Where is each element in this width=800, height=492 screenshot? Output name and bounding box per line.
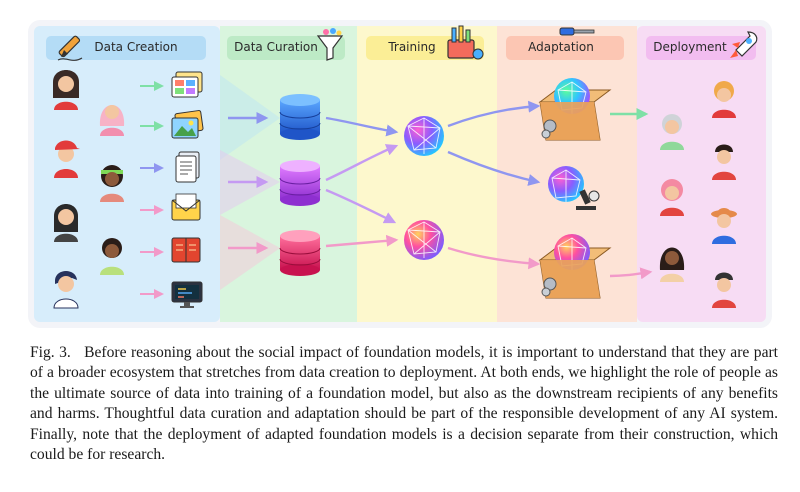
database-icon bbox=[279, 160, 321, 206]
person-icon bbox=[712, 81, 736, 118]
gallery-icon bbox=[171, 71, 203, 98]
stage-label-deployment: Deployment bbox=[653, 40, 727, 54]
stage-label-adaptation: Adaptation bbox=[528, 40, 594, 54]
adapted-model-box-icon bbox=[538, 234, 612, 299]
stage-pill-data-creation bbox=[46, 36, 206, 60]
adapted-model-box-icon bbox=[538, 78, 612, 141]
figure-caption: Fig. 3. Before reasoning about the socia… bbox=[30, 343, 778, 465]
database-icon bbox=[279, 94, 321, 140]
stage-label-training: Training bbox=[388, 40, 436, 54]
person-icon bbox=[659, 247, 685, 282]
ecosystem-figure: Data Creation Data Curation Training Ada… bbox=[28, 20, 772, 328]
stage-label-data-curation: Data Curation bbox=[234, 40, 318, 54]
person-icon bbox=[660, 114, 684, 150]
photos-icon bbox=[171, 110, 204, 139]
book-icon bbox=[171, 237, 201, 263]
foundation-model-orb bbox=[404, 116, 444, 156]
mail-icon bbox=[171, 193, 201, 221]
person-icon bbox=[100, 165, 124, 202]
stage-pill-data-curation bbox=[227, 36, 345, 60]
database-icon bbox=[279, 230, 321, 276]
caption-label: Fig. 3. bbox=[30, 344, 71, 361]
person-icon bbox=[54, 140, 80, 178]
stage-pill-deployment bbox=[646, 36, 756, 60]
stage-bg-deployment bbox=[637, 26, 766, 322]
stage-label-data-creation: Data Creation bbox=[94, 40, 178, 54]
computer-icon bbox=[171, 281, 203, 308]
person-icon bbox=[99, 105, 125, 136]
caption-text: Before reasoning about the social impact… bbox=[30, 344, 779, 464]
adapted-model-microscope-icon bbox=[548, 166, 600, 210]
foundation-model-orb bbox=[404, 220, 444, 260]
person-icon bbox=[53, 271, 79, 309]
stage-pill-adaptation bbox=[506, 36, 624, 60]
person-icon bbox=[100, 238, 124, 275]
funnel-shape bbox=[220, 215, 280, 290]
pencil-icon bbox=[57, 35, 83, 61]
funnel-icon bbox=[316, 28, 344, 61]
rocket-icon bbox=[730, 31, 758, 58]
ecosystem-diagram bbox=[28, 20, 772, 328]
person-icon bbox=[712, 144, 736, 180]
screwdriver-icon bbox=[559, 27, 595, 36]
person-icon bbox=[711, 208, 737, 244]
person-icon bbox=[53, 70, 79, 110]
toolbox-icon bbox=[447, 25, 484, 60]
person-icon bbox=[712, 272, 736, 308]
person-icon bbox=[660, 179, 684, 216]
stage-bg-training bbox=[357, 26, 497, 322]
person-icon bbox=[54, 204, 78, 242]
document-icon bbox=[175, 151, 200, 183]
